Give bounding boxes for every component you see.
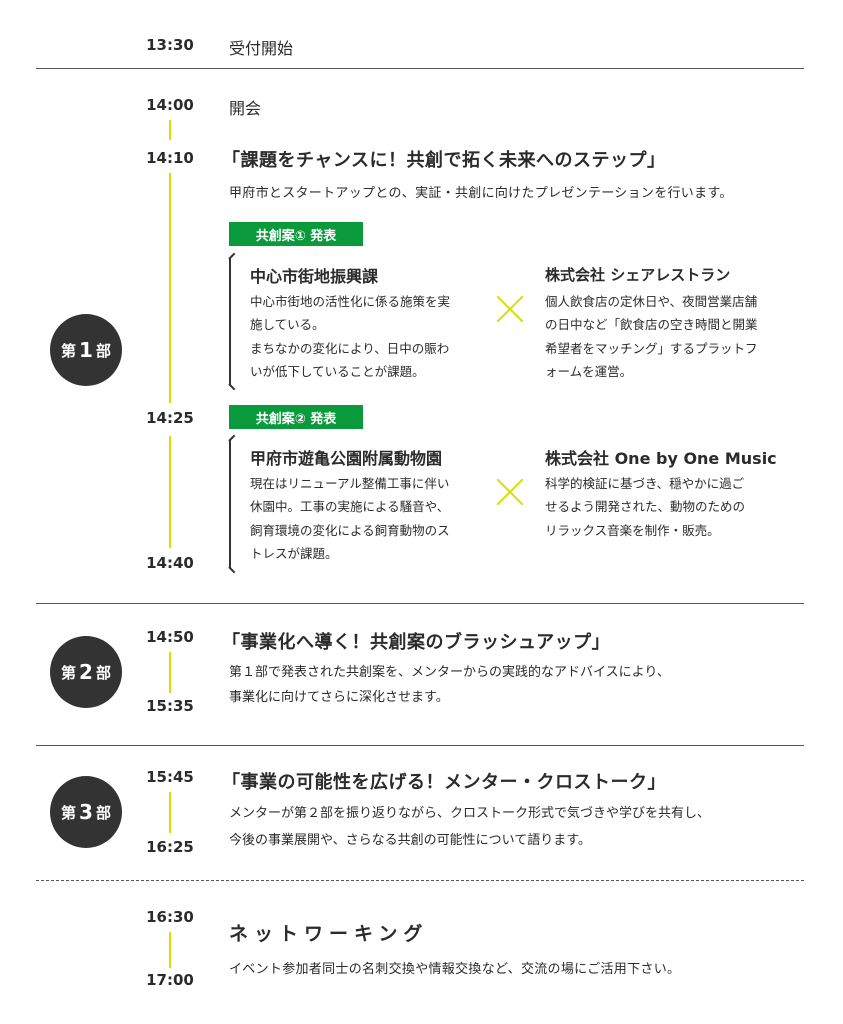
timeline-line [169,173,171,403]
divider [36,603,804,604]
proposal2-right-body: 科学的検証に基づき、穏やかに過ご せるよう開発された、動物のための リラックス音… [545,476,746,538]
time-proposal2: 14:25 [146,409,194,427]
bracket [229,440,239,568]
opening-label: 開会 [229,99,262,118]
time-part1-start: 14:10 [146,149,194,167]
proposal2-left-body: 現在はリニューアル整備工事に伴い 休園中。工事の実施による騒音や、 飼育環境の変… [250,476,450,561]
part3-title: 「事業の可能性を広げる！メンター・クロストーク」 [222,772,666,793]
timeline-line [169,792,171,833]
divider [36,68,804,69]
part1-title: 「課題をチャンスに！共創で拓く未来へのステップ」 [222,150,666,171]
networking-description: イベント参加者同士の名刺交換や情報交換など、交流の場にご活用下さい。 [229,962,681,977]
proposal2-left-title: 甲府市遊亀公園附属動物園 [250,449,443,468]
proposal1-right-title: 株式会社 シェアレストラン [545,266,731,284]
proposal1-left-title: 中心市街地振興課 [250,267,379,286]
time-opening: 14:00 [146,96,194,114]
proposal1-badge: 共創案① 発表 [229,222,363,246]
bracket [229,258,239,385]
proposal2-right-title: 株式会社 One by One Music [545,449,777,468]
part2-title: 「事業化へ導く！共創案のブラッシュアップ」 [222,632,611,653]
cross-icon [496,295,524,323]
timeline-line [169,436,171,548]
divider [36,745,804,746]
networking-title: ネットワーキング [229,923,429,945]
time-reception: 13:30 [146,36,194,54]
time-part3-end: 16:25 [146,838,194,856]
proposal2-badge: 共創案② 発表 [229,405,363,429]
cross-icon [496,478,524,506]
time-part2-end: 15:35 [146,697,194,715]
proposal1-right-body: 個人飲食店の定休日や、夜間営業店舗 の日中など「飲食店の空き時間と開業 希望者を… [545,294,758,379]
time-networking-start: 16:30 [146,908,194,926]
timeline-line [169,652,171,693]
timeline-line [169,932,171,968]
time-networking-end: 17:00 [146,971,194,989]
dashed-divider [36,880,804,881]
time-part3-start: 15:45 [146,768,194,786]
part1-description: 甲府市とスタートアップとの、実証・共創に向けたプレゼンテーションを行います。 [229,186,733,201]
time-part1-end: 14:40 [146,554,194,572]
reception-label: 受付開始 [229,39,294,58]
timeline-line [169,120,171,140]
time-part2-start: 14:50 [146,628,194,646]
proposal1-left-body: 中心市街地の活性化に係る施策を実 施している。 まちなかの変化により、日中の賑わ… [250,294,451,379]
